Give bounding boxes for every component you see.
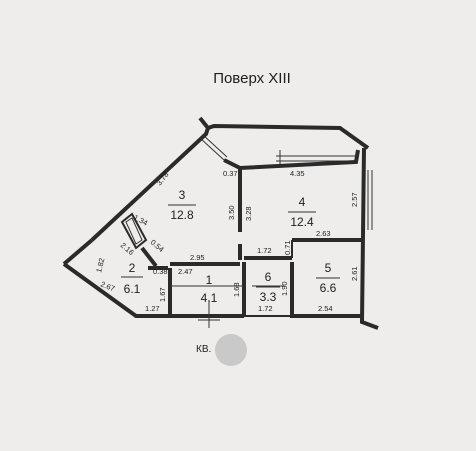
room-4-area: 12.4 <box>290 215 314 229</box>
apartment-label: КВ. <box>196 344 211 355</box>
outer-walls <box>62 116 379 330</box>
dim-190: 1.90 <box>280 281 289 296</box>
room-4-number: 4 <box>299 195 306 209</box>
apartment-number-circle <box>215 334 247 366</box>
dim-263: 2.63 <box>316 229 331 238</box>
dim-168: 1.68 <box>232 282 241 297</box>
dim-378: 3.78 <box>154 170 170 187</box>
dim-435: 4.35 <box>290 169 305 178</box>
room-6-area: 3.3 <box>260 290 277 304</box>
apartment-marker: КВ. <box>196 334 247 366</box>
room-1-area: 4.1 <box>201 291 218 305</box>
dim-054: 0.54 <box>149 238 166 254</box>
dim-182: 1.82 <box>94 257 106 273</box>
dim-261: 2.61 <box>350 266 359 281</box>
door-marks <box>170 285 284 328</box>
room-6-number: 6 <box>265 270 272 284</box>
dim-134: 1.34 <box>132 213 149 228</box>
floor-title: Поверх XIII <box>213 70 291 87</box>
dim-071: 0.71 <box>283 240 292 255</box>
dim-257: 2.57 <box>350 192 359 207</box>
room-3-area: 12.8 <box>170 208 194 222</box>
dim-295: 2.95 <box>190 253 205 262</box>
windows <box>199 134 373 230</box>
room-5-number: 5 <box>325 261 332 275</box>
room-2-number: 2 <box>129 261 136 275</box>
room-2-area: 6.1 <box>124 282 141 296</box>
interior-walls <box>120 149 362 316</box>
room-labels: 1 4.1 2 6.1 3 12.8 4 12.4 5 6.6 6 3.3 <box>121 188 340 305</box>
room-3-number: 3 <box>179 188 186 202</box>
dim-038: 0.38 <box>153 267 168 276</box>
dim-172b: 1.72 <box>258 304 273 313</box>
dim-350: 3.50 <box>227 205 236 220</box>
dim-254: 2.54 <box>318 304 333 313</box>
room-1-number: 1 <box>206 273 213 287</box>
dim-167: 1.67 <box>158 287 167 302</box>
dim-328: 3.28 <box>244 206 253 221</box>
dim-172a: 1.72 <box>257 246 272 255</box>
room-5-area: 6.6 <box>320 281 337 295</box>
dim-037: 0.37 <box>223 169 238 178</box>
dim-127: 1.27 <box>145 304 160 313</box>
dim-247: 2.47 <box>178 267 193 276</box>
